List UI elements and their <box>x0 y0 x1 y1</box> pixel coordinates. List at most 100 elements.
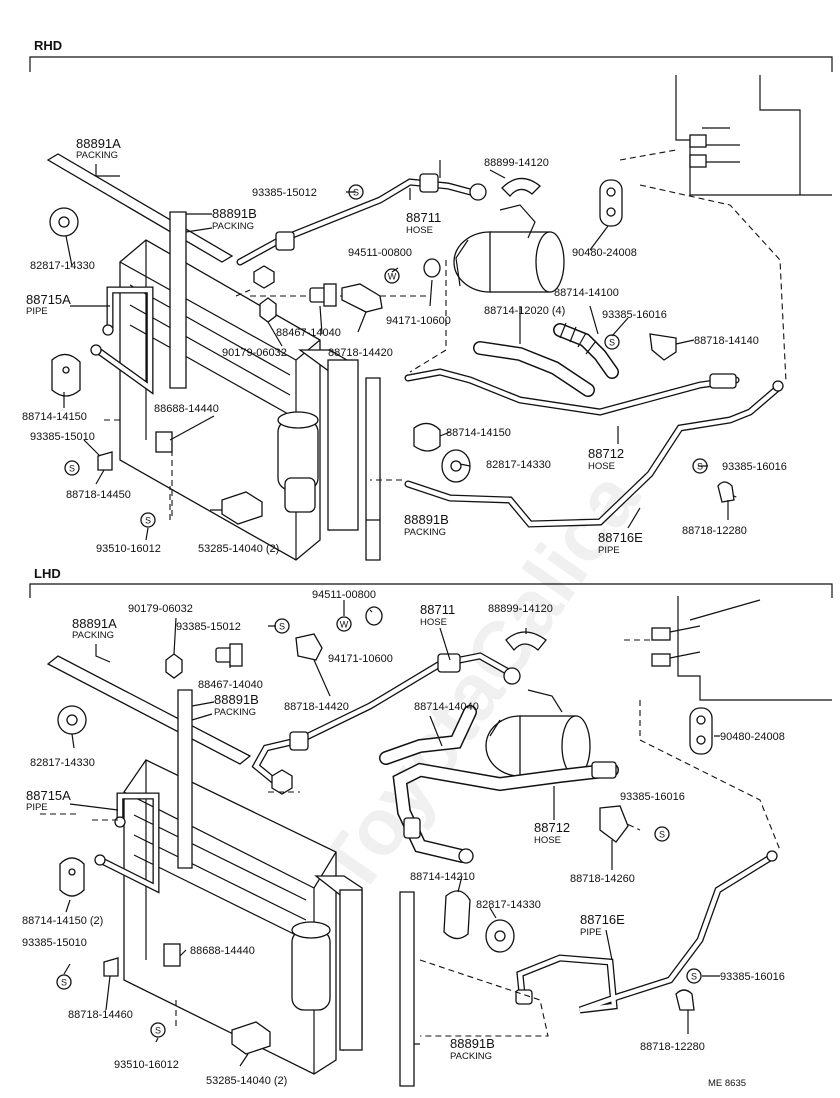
lhd-label-88715a: 88715A <box>26 788 71 803</box>
rhd-label-88718-12280: 88718-12280 <box>682 525 747 537</box>
svg-text:S: S <box>145 516 151 526</box>
lhd-leader-lines <box>63 600 720 1067</box>
rhd-bracket-88718-14420 <box>341 283 383 313</box>
svg-text:W: W <box>340 620 349 630</box>
rhd-label-88467-14040: 88467-14040 <box>276 327 341 339</box>
rhd-nut-90179 <box>259 297 277 323</box>
lhd-label-88714-14210: 88714-14210 <box>410 871 475 883</box>
lhd-label-88891b: 88891B <box>214 692 259 707</box>
rhd-label-82817-14330b: 82817-14330 <box>486 459 551 471</box>
svg-text:S: S <box>691 972 697 982</box>
lhd-label-88891b2-sub: PACKING <box>450 1051 492 1062</box>
lhd-compressor <box>485 689 591 777</box>
rhd-label-88711-sub: HOSE <box>406 225 433 236</box>
lhd-hose-88711 <box>251 652 521 795</box>
lhd-hose-88712 <box>392 761 619 864</box>
rhd-clamp-88899 <box>501 177 541 197</box>
rhd-label-88715a: 88715A <box>26 292 71 307</box>
rhd-dashed-leaders <box>100 149 787 520</box>
lhd-label-88718-14460: 88718-14460 <box>68 1009 133 1021</box>
rhd-label-88714-14100: 88714-14100 <box>554 287 619 299</box>
lhd-grommet-90480 <box>689 707 713 755</box>
rhd-packing-88891b-lower <box>365 377 381 561</box>
rhd-label-53285-14040: 53285-14040 (2) <box>198 543 279 555</box>
rhd-label-88712: 88712 <box>588 446 624 461</box>
rhd-label-88899-14120: 88899-14120 <box>484 157 549 169</box>
lhd-screw-marker-16012: S <box>150 1022 166 1038</box>
lhd-label-88688-14440: 88688-14440 <box>190 945 255 957</box>
rhd-bracket-88714-14150-left <box>51 353 81 397</box>
lhd-evaporator-unit <box>651 596 832 701</box>
lhd-clamp-88718-14260 <box>599 805 629 843</box>
lhd-label-93385-15010: 93385-15010 <box>22 937 87 949</box>
rhd-switch-88467 <box>309 283 337 307</box>
rhd-screw-marker-16012: S <box>140 512 156 528</box>
rhd-label-90480-24008: 90480-24008 <box>572 247 637 259</box>
lhd-bracket-88714-14210 <box>443 890 471 940</box>
lhd-label-93510-16012: 93510-16012 <box>114 1059 179 1071</box>
rhd-label-88891a-sub: PACKING <box>76 150 118 161</box>
rhd-label-93385-16016a: 93385-16016 <box>602 309 667 321</box>
lhd-label-88714-14040: 88714-14040 <box>414 701 479 713</box>
rhd-bracket <box>29 56 833 72</box>
lhd-label-82817-14330: 82817-14330 <box>30 757 95 769</box>
rhd-label-94171-10600: 94171-10600 <box>386 315 451 327</box>
rhd-label-88712-sub: HOSE <box>588 461 615 472</box>
lhd-label-88891a-sub: PACKING <box>72 630 114 641</box>
rhd-label-88711: 88711 <box>406 210 441 225</box>
lhd-label-88718-14260: 88718-14260 <box>570 873 635 885</box>
lhd-label-94511-00800: 94511-00800 <box>312 589 376 601</box>
lhd-clamp-88718-14460 <box>103 957 119 977</box>
lhd-clamp-88718-12280 <box>675 989 695 1011</box>
rhd-label-94511-00800: 94511-00800 <box>348 247 412 259</box>
lhd-clamp-88899 <box>505 631 547 652</box>
rhd-grommet-82817-right <box>441 449 471 483</box>
lhd-grommet-82817-left <box>57 705 87 735</box>
rhd-hose-88712 <box>404 368 740 416</box>
lhd-label-88718-14420: 88718-14420 <box>284 701 349 713</box>
rhd-hose-88711 <box>236 173 487 289</box>
lhd-washer-marker: W <box>336 616 352 632</box>
lhd-label-88715a-sub: PIPE <box>26 802 48 813</box>
rhd-pipe-88715a <box>90 286 154 395</box>
lhd-label-94171-10600: 94171-10600 <box>328 653 393 665</box>
lhd-grommet-82817-right <box>485 919 515 953</box>
rhd-pipe-88716e <box>404 380 784 528</box>
svg-text:S: S <box>659 830 665 840</box>
lhd-screw-marker-16016b: S <box>686 968 702 984</box>
footer-code: ME 8635 <box>708 1078 746 1089</box>
lhd-bracket-88714-14150-left <box>59 857 85 897</box>
lhd-pipe-88716e <box>515 850 778 1014</box>
lhd-label-88891b-sub: PACKING <box>214 707 256 718</box>
lhd-pipe-88715a <box>94 792 160 894</box>
rhd-section: RHD <box>22 38 833 561</box>
rhd-label-88718-14140: 88718-14140 <box>694 335 759 347</box>
lhd-label-88891a: 88891A <box>72 616 117 631</box>
lhd-label-88467-14040: 88467-14040 <box>198 679 263 691</box>
lhd-section-title: LHD <box>34 566 61 581</box>
lhd-label-93385-16016b: 93385-16016 <box>720 971 785 983</box>
lhd-packing-88891b-upper <box>177 689 193 869</box>
rhd-label-88714-14150b: 88714-14150 <box>446 427 511 439</box>
rhd-clamp-88718-12280 <box>717 481 735 503</box>
lhd-label-88716e: 88716E <box>580 912 625 927</box>
rhd-compressor <box>453 204 565 293</box>
lhd-section: LHD <box>22 566 833 1087</box>
lhd-label-88711-sub: HOSE <box>420 617 447 628</box>
rhd-screw-marker-16016a: S <box>604 334 620 350</box>
rhd-hose-88714-12020 <box>473 341 595 397</box>
rhd-clamp-88718-14140 <box>649 333 677 361</box>
lhd-nut-90179 <box>165 653 183 679</box>
lhd-dashed-leaders <box>40 639 781 1037</box>
rhd-label-93385-16016b: 93385-16016 <box>722 461 787 473</box>
lhd-block-53285 <box>231 1021 271 1055</box>
rhd-label-93385-15012: 93385-15012 <box>252 187 317 199</box>
rhd-label-88714-14150: 88714-14150 <box>22 411 87 423</box>
lhd-condenser <box>123 759 337 1075</box>
rhd-leader-lines <box>63 160 729 541</box>
rhd-evaporator-unit <box>675 75 832 196</box>
lhd-hose-88714-14040 <box>379 705 477 765</box>
lhd-label-90179-06032: 90179-06032 <box>128 603 193 615</box>
svg-text:S: S <box>69 464 75 474</box>
